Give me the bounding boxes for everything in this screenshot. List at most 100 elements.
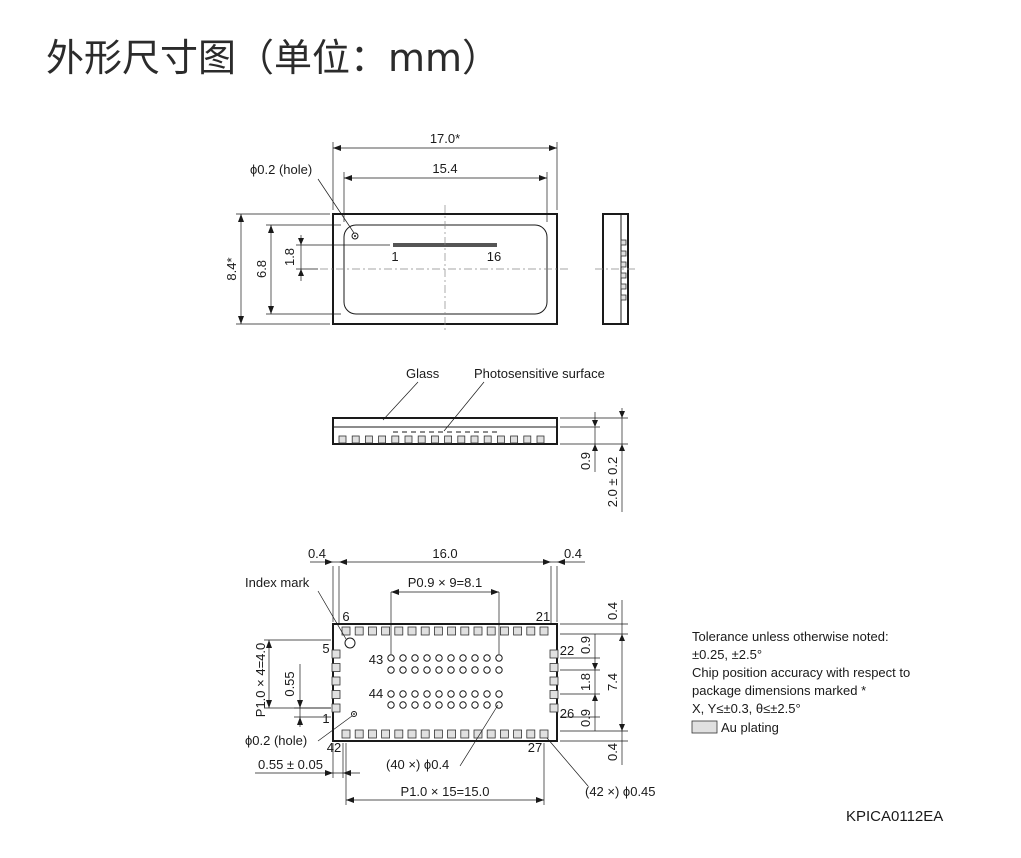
edge-left-label: 0.4 <box>308 546 326 561</box>
note-line-5: X, Y≤±0.3, θ≤±2.5° <box>692 701 801 716</box>
glass-label: Glass <box>406 366 440 381</box>
pad-right-col <box>549 663 559 672</box>
bump <box>411 654 419 662</box>
side-pitch-label: P1.0 × 4=4.0 <box>253 643 268 717</box>
dim-18-label: 1.8 <box>578 673 593 691</box>
bump <box>423 666 431 674</box>
bottom-outline <box>332 623 558 742</box>
pad-right-col <box>549 703 559 713</box>
pin-26-label: 26 <box>560 706 574 721</box>
dim-09-top-label: 0.9 <box>578 636 593 654</box>
bump <box>435 654 443 662</box>
bump <box>459 666 467 674</box>
bump <box>459 701 467 709</box>
side-pad <box>430 435 439 444</box>
pin-44-label: 44 <box>369 686 383 701</box>
pad-top-row <box>354 626 364 636</box>
pad-bottom-row <box>367 729 377 739</box>
pin-43-label: 43 <box>369 652 383 667</box>
pad-bottom-row <box>526 729 536 739</box>
pad-top-row <box>394 626 404 636</box>
pad-right-col <box>549 690 559 699</box>
bump <box>399 666 407 674</box>
pad-bottom-row <box>539 729 549 739</box>
pin-last-label: 16 <box>487 249 501 264</box>
page-title: 外形尺寸图（单位：mm） <box>46 36 501 80</box>
pad-bottom-row <box>354 729 364 739</box>
pin-6-label: 6 <box>342 609 349 624</box>
bump <box>435 701 443 709</box>
edge-right-label: 0.4 <box>564 546 582 561</box>
bump <box>399 654 407 662</box>
pin-1-label: 1 <box>322 711 329 726</box>
bump <box>399 701 407 709</box>
bottom-pitch-label: P1.0 × 15=15.0 <box>401 784 490 799</box>
pads-count-label: (42 ×) ϕ0.45 <box>585 784 656 799</box>
side-pad <box>496 435 505 444</box>
bump <box>447 666 455 674</box>
pad-top-row <box>473 626 483 636</box>
bump-pitch-label: P0.9 × 9=8.1 <box>408 575 482 590</box>
side-pad <box>391 435 400 444</box>
right-side-view <box>595 213 636 325</box>
hole-label: ϕ0.2 (hole) <box>250 162 312 177</box>
bumps-count-label: (40 ×) ϕ0.4 <box>386 757 449 772</box>
window-outline <box>343 224 548 315</box>
width-window-label: 15.4 <box>432 161 457 176</box>
height-window-label: 6.8 <box>254 260 269 278</box>
height-outer-label: 8.4* <box>224 257 239 280</box>
hole-marker <box>351 232 359 240</box>
pad-bottom-row <box>394 729 404 739</box>
bottom-view: 0.4 16.0 0.4 Index mark P0.9 × 9=8.1 6 2… <box>245 546 656 805</box>
pad-bottom-row <box>420 729 430 739</box>
bump <box>423 690 431 698</box>
bump <box>447 654 455 662</box>
side-pad <box>470 435 479 444</box>
notes-block: Tolerance unless otherwise noted: ±0.25,… <box>691 629 910 735</box>
bottom-hole-marker <box>351 711 357 717</box>
note-line-2: ±0.25, ±2.5° <box>692 647 762 662</box>
bump <box>483 666 491 674</box>
pad-bottom-row <box>473 729 483 739</box>
bump <box>495 701 503 709</box>
pad-top-row <box>539 626 549 636</box>
bump <box>471 690 479 698</box>
front-side-view: Glass Photosensitive surface 0.9 2.0 ± 0… <box>332 366 628 512</box>
pin-first-label: 1 <box>391 249 398 264</box>
pad-top-row <box>341 626 351 636</box>
bump <box>459 654 467 662</box>
pin-22-label: 22 <box>560 643 574 658</box>
pad-bottom-row <box>486 729 496 739</box>
side-pad <box>510 435 519 444</box>
pad-top-row <box>486 626 496 636</box>
pad-right-col <box>549 676 559 686</box>
side-pad <box>483 435 492 444</box>
pad-left-col <box>331 676 341 686</box>
bump <box>423 701 431 709</box>
pad-left-col <box>331 663 341 672</box>
pad-bottom-row <box>381 729 391 739</box>
pad-bottom-row <box>447 729 457 739</box>
side-pad <box>351 435 360 444</box>
pin-42-label: 42 <box>327 740 341 755</box>
index-mark-label: Index mark <box>245 575 310 590</box>
pin-5-label: 5 <box>322 641 329 656</box>
side-pad <box>378 435 387 444</box>
side-pad <box>536 435 545 444</box>
legend-label: Au plating <box>721 720 779 735</box>
pad-top-row <box>433 626 443 636</box>
pad-top-row <box>447 626 457 636</box>
width-outer-label: 17.0* <box>430 131 460 146</box>
side-pad <box>444 435 453 444</box>
pad-bottom-row <box>433 729 443 739</box>
pad-top-row <box>499 626 509 636</box>
pad-left-col <box>331 703 341 713</box>
surface-label: Photosensitive surface <box>474 366 605 381</box>
pitch-row-label: 1.8 <box>282 248 297 266</box>
bump <box>447 701 455 709</box>
bump <box>423 654 431 662</box>
side-pad <box>417 435 426 444</box>
bump <box>495 654 503 662</box>
pad-left-col <box>331 649 341 659</box>
pad-top-row <box>407 626 417 636</box>
